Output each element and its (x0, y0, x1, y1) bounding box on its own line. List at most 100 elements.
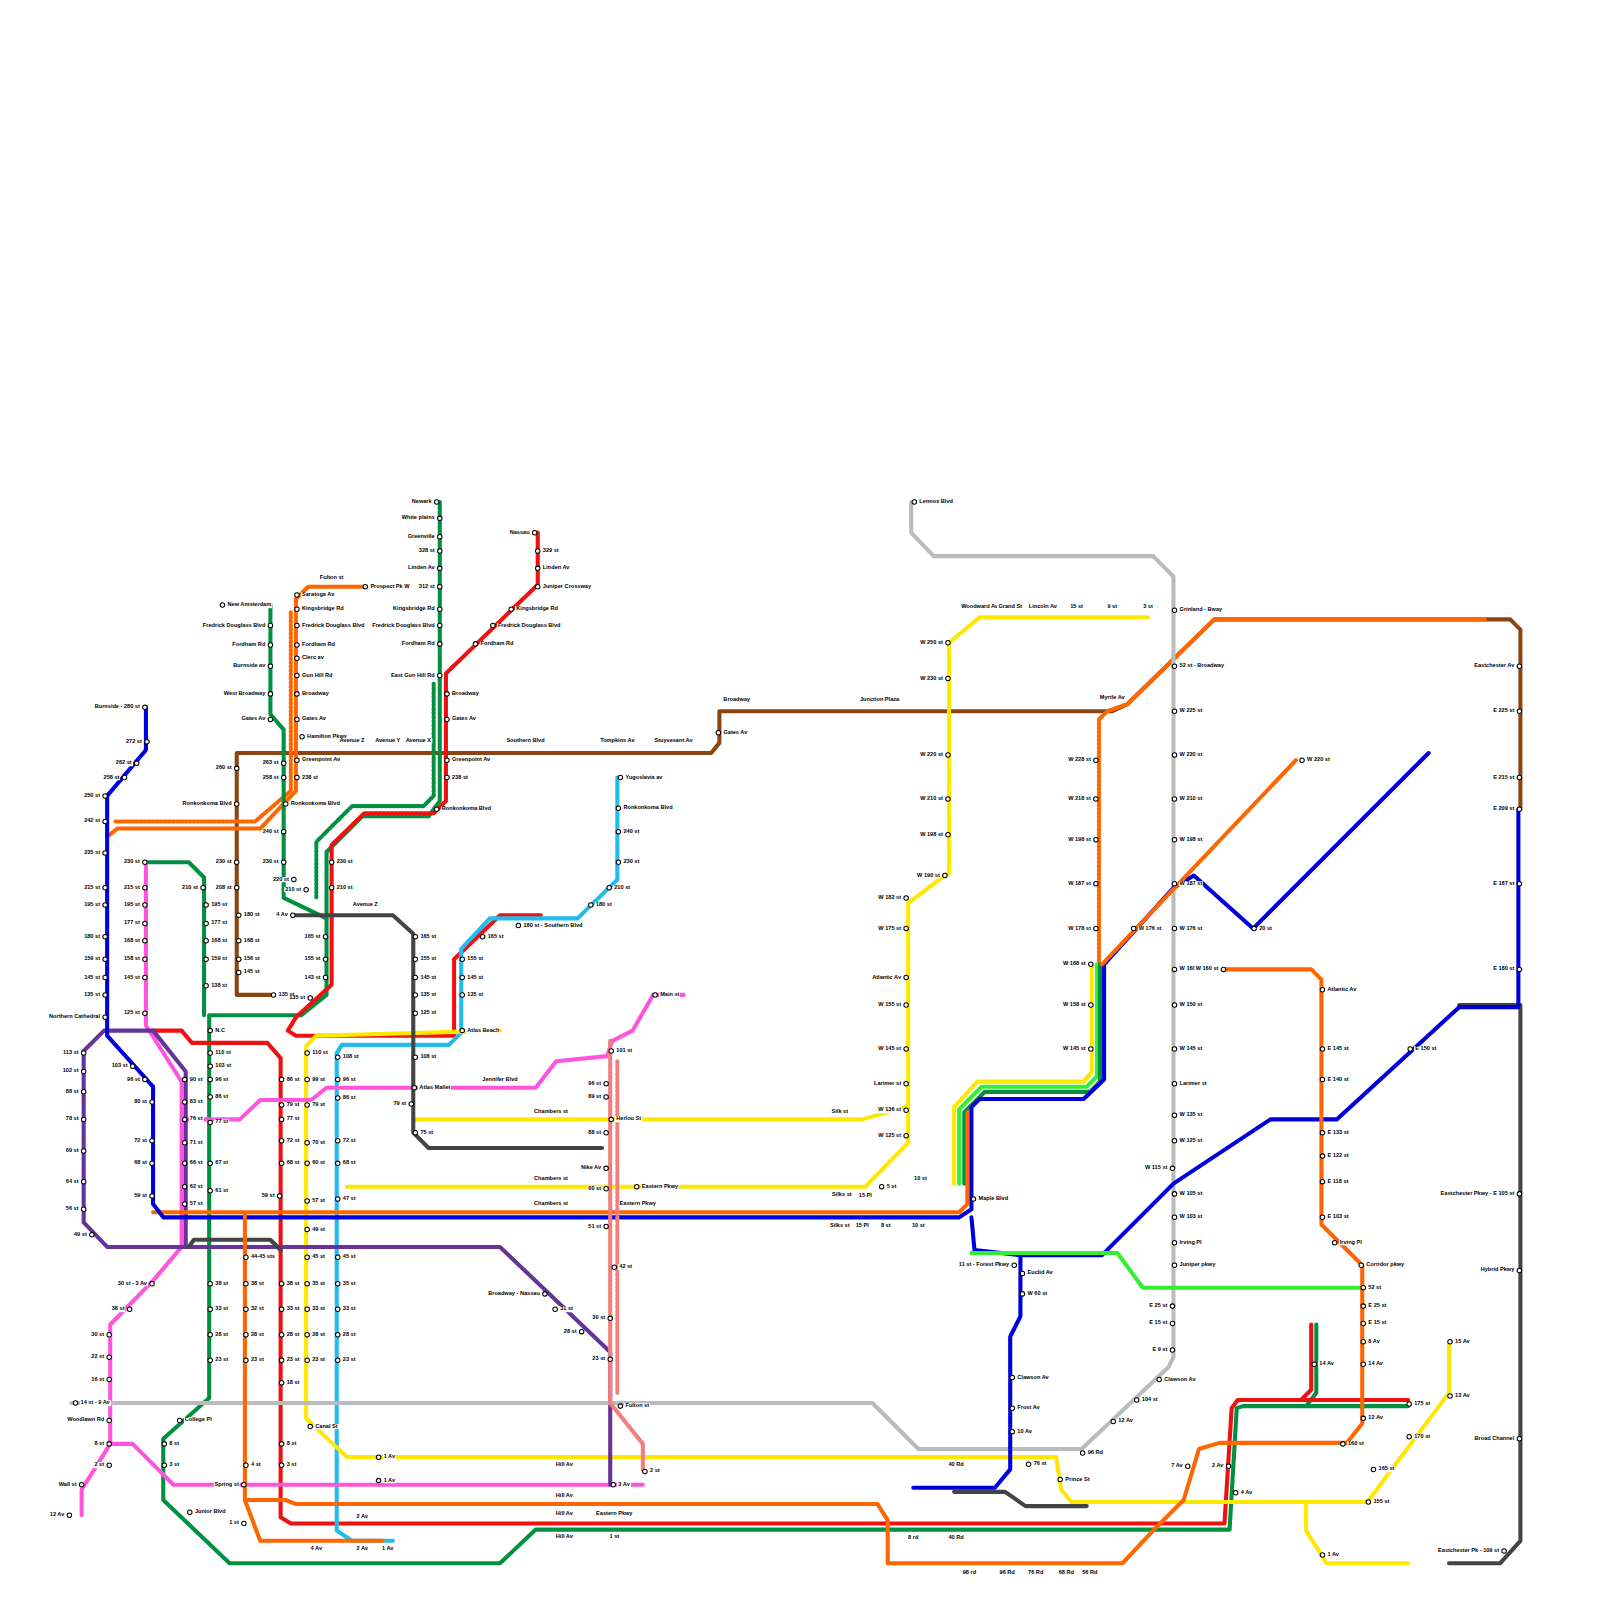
station-label: 18 st (286, 1380, 301, 1386)
station-label: 60 st (587, 1186, 602, 1192)
station-dot (438, 607, 442, 611)
station-label: 104 st (1141, 1397, 1159, 1403)
station-label: Irving Pl (1179, 1240, 1203, 1246)
station-label: 165 st (487, 934, 505, 940)
station-dot (971, 1197, 975, 1201)
station-dot (946, 832, 950, 836)
station-label: 4 Av (310, 1546, 323, 1552)
station-label: 160 st (1347, 1441, 1365, 1447)
station-dot (1502, 1549, 1506, 1553)
station-dot (438, 549, 442, 553)
station-dot (1157, 1377, 1161, 1381)
station-dot (1300, 758, 1304, 762)
station-label: 210 st (336, 885, 354, 891)
station-label: Ronkonkoma Blvd (622, 805, 673, 811)
station-dot (1080, 1451, 1084, 1455)
station-label: Fredrick Douglass Blvd (301, 623, 365, 629)
station-dot (244, 1332, 248, 1336)
station-dot (904, 896, 908, 900)
station-dot (1517, 709, 1521, 713)
station-label: 33 st (214, 1306, 229, 1312)
station-label: 49 st (73, 1232, 88, 1238)
station-label: 4 Av (275, 913, 288, 919)
station-label: 159 st (210, 956, 228, 962)
station-dot (460, 957, 464, 961)
station-label: Maple Blvd (978, 1196, 1010, 1202)
station-label: East Gun Hill Rd (390, 673, 436, 679)
station-label: Saratoga Av (301, 592, 335, 598)
station-label: 61 st (214, 1188, 229, 1194)
station-label: Yugoslavia av (624, 775, 663, 781)
station-label: 8 st (93, 1441, 105, 1447)
station-label: 28 st (214, 1332, 229, 1338)
station-label: 59 st (133, 1193, 148, 1199)
station-label: Hybrid Pkwy (1480, 1268, 1516, 1274)
station-label: E 118 st (1327, 1179, 1350, 1185)
station-label: 5 st (886, 1184, 898, 1190)
station-label: Fulton st (624, 1403, 650, 1409)
station-dot (145, 740, 149, 744)
station-label: 72 st (133, 1138, 148, 1144)
station-label: 3 st (286, 1463, 298, 1469)
station-dot (295, 623, 299, 627)
station-label: W 210 st (919, 796, 944, 802)
station-label: 145 st (466, 975, 484, 981)
station-dot (1020, 1292, 1024, 1296)
station-label: 68 st (133, 1160, 148, 1166)
station-label: 240 st (622, 829, 640, 835)
station-label: E 215 st (1492, 775, 1515, 781)
station-dot (279, 1442, 283, 1446)
station-dot (103, 934, 107, 938)
station-dot (103, 886, 107, 890)
station-label: 135 st (288, 995, 306, 1001)
station-dot (143, 886, 147, 890)
station-dot (103, 903, 107, 907)
station-label: 98 rd (962, 1571, 977, 1577)
station-dot (1134, 1398, 1138, 1402)
route-line (189, 1240, 281, 1250)
station-label: W 187 st (1067, 881, 1092, 887)
station-label: 235 st (83, 850, 101, 856)
station-dot (150, 1281, 154, 1285)
station-label: 28 st (311, 1332, 326, 1338)
station-label: Larimer st (873, 1081, 902, 1087)
station-label: W 182 st (877, 895, 902, 901)
station-dot (445, 692, 449, 696)
station-dot (1320, 1077, 1324, 1081)
station-label: 86 st (214, 1094, 229, 1100)
station-label: W 198 st (919, 832, 944, 838)
station-label: W 145 st (1179, 1046, 1204, 1052)
station-label: W 168 st (1062, 961, 1087, 967)
station-dot (208, 1161, 212, 1165)
station-dot (608, 1316, 612, 1320)
station-label: 101 st (615, 1048, 633, 1054)
station-dot (1170, 1304, 1174, 1308)
station-dot (1226, 1464, 1230, 1468)
station-dot (281, 860, 285, 864)
station-dot (208, 1120, 212, 1124)
station-label: Greenpoint Av (451, 757, 491, 763)
station-dot (904, 1003, 908, 1007)
station-label: 4 st (250, 1463, 262, 1469)
station-dot (305, 1141, 309, 1145)
station-dot (234, 860, 238, 864)
station-label: 230 st (123, 859, 141, 865)
station-label: 56 st (65, 1206, 80, 1212)
station-dot (1094, 758, 1098, 762)
station-dot (279, 1332, 283, 1336)
station-dot (244, 1358, 248, 1362)
station-dot (336, 1139, 340, 1143)
station-label: 38 st (286, 1281, 301, 1287)
station-label: E 15 st (1148, 1321, 1168, 1327)
station-dot (329, 860, 333, 864)
station-label: 145 st (243, 970, 261, 976)
station-label: 145 st (83, 975, 101, 981)
station-label: 68 st (342, 1160, 357, 1166)
station-label: W 218 st (1067, 796, 1092, 802)
station-label: 76 Rd (1027, 1571, 1044, 1577)
station-dot (376, 1455, 380, 1459)
station-label: 32 st (250, 1306, 265, 1312)
station-dot (162, 1463, 166, 1467)
